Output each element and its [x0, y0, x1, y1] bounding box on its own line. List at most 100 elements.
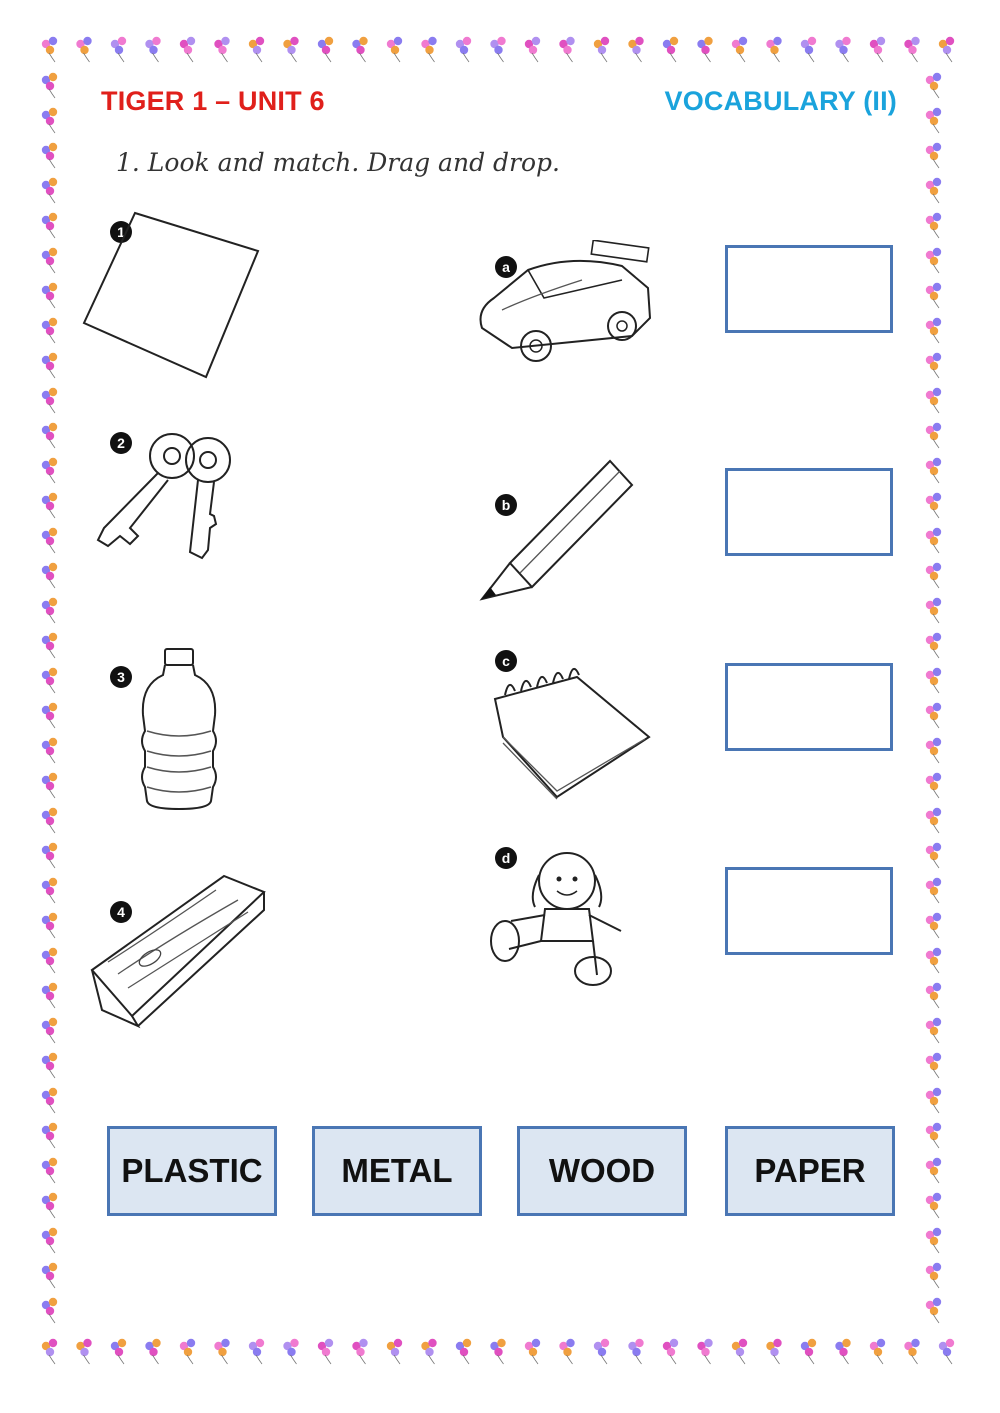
balloon-icon: [41, 422, 58, 449]
balloon-icon: [524, 1338, 541, 1365]
balloon-icon: [559, 36, 575, 63]
balloon-icon: [386, 36, 403, 63]
balloon-icon: [41, 562, 58, 589]
balloon-icon: [925, 807, 942, 834]
balloon-icon: [41, 772, 58, 799]
balloon-icon: [110, 36, 127, 63]
balloon-icon: [41, 142, 58, 169]
balloon-icon: [76, 1338, 92, 1365]
balloon-icon: [41, 387, 58, 414]
item-marker-d: d: [495, 847, 517, 869]
balloon-icon: [41, 282, 58, 309]
balloon-icon: [41, 597, 58, 624]
item-marker-1: 1: [110, 221, 132, 243]
balloon-icon: [593, 36, 610, 63]
balloon-icon: [925, 107, 942, 134]
balloon-icon: [835, 36, 851, 63]
balloon-icon: [41, 107, 58, 134]
balloon-icon: [925, 387, 942, 414]
balloon-icon: [283, 36, 299, 63]
balloon-icon: [925, 457, 942, 484]
item-marker-3: 3: [110, 666, 132, 688]
balloon-icon: [925, 1122, 942, 1149]
section-title: VOCABULARY (II): [664, 86, 897, 116]
balloon-icon: [41, 1052, 58, 1079]
balloon-icon: [925, 422, 942, 449]
balloon-icon: [925, 632, 942, 659]
balloon-icon: [41, 1122, 58, 1149]
balloon-icon: [41, 1297, 58, 1324]
balloon-icon: [41, 1017, 58, 1044]
balloon-icon: [731, 1338, 748, 1365]
word-tile-paper[interactable]: PAPER: [725, 1126, 895, 1216]
word-tile-plastic[interactable]: PLASTIC: [107, 1126, 277, 1216]
balloon-icon: [41, 527, 58, 554]
balloon-icon: [559, 1338, 575, 1365]
balloon-icon: [925, 1297, 942, 1324]
balloon-icon: [145, 36, 161, 63]
wood-log-icon: [90, 874, 266, 1029]
paper-sheet-icon: [82, 211, 260, 379]
balloon-icon: [731, 36, 748, 63]
balloon-icon: [317, 1338, 334, 1365]
balloon-icon: [455, 1338, 472, 1365]
balloon-icon: [925, 1017, 942, 1044]
balloon-icon: [925, 912, 942, 939]
word-tile-metal[interactable]: METAL: [312, 1126, 482, 1216]
balloon-icon: [925, 702, 942, 729]
balloon-icon: [41, 1192, 58, 1219]
drop-box-c[interactable]: [725, 663, 893, 751]
balloon-icon: [925, 1052, 942, 1079]
balloon-icon: [490, 1338, 506, 1365]
balloon-icon: [490, 36, 506, 63]
balloon-icon: [179, 36, 196, 63]
balloon-icon: [869, 1338, 886, 1365]
balloon-icon: [214, 36, 230, 63]
balloon-icon: [925, 1087, 942, 1114]
balloon-icon: [41, 1087, 58, 1114]
balloon-icon: [925, 247, 942, 274]
drop-box-d[interactable]: [725, 867, 893, 955]
balloon-icon: [925, 527, 942, 554]
unit-title: TIGER 1 – UNIT 6: [101, 86, 325, 116]
item-marker-2: 2: [110, 432, 132, 454]
balloon-icon: [800, 36, 817, 63]
balloon-icon: [214, 1338, 230, 1365]
balloon-icon: [697, 36, 713, 63]
balloon-icon: [110, 1338, 127, 1365]
balloon-icon: [925, 282, 942, 309]
balloon-icon: [41, 632, 58, 659]
balloon-icon: [925, 877, 942, 904]
pencil-icon: [479, 459, 634, 601]
balloon-icon: [41, 1157, 58, 1184]
item-marker-a: a: [495, 256, 517, 278]
toy-car-icon: [479, 240, 652, 362]
balloon-icon: [925, 142, 942, 169]
balloon-icon: [925, 1227, 942, 1254]
balloon-icon: [766, 36, 782, 63]
balloon-icon: [697, 1338, 713, 1365]
drop-box-a[interactable]: [725, 245, 893, 333]
item-marker-4: 4: [110, 901, 132, 923]
balloon-icon: [925, 177, 942, 204]
balloon-icon: [925, 1262, 942, 1289]
balloon-icon: [938, 1338, 955, 1365]
instruction-text: 1. Look and match. Drag and drop.: [116, 148, 560, 177]
balloon-icon: [41, 702, 58, 729]
balloon-icon: [41, 737, 58, 764]
balloon-icon: [925, 212, 942, 239]
balloon-icon: [925, 982, 942, 1009]
balloon-icon: [41, 36, 58, 63]
word-tile-wood[interactable]: WOOD: [517, 1126, 687, 1216]
balloon-icon: [835, 1338, 851, 1365]
balloon-icon: [925, 562, 942, 589]
balloon-icon: [248, 1338, 265, 1365]
balloon-icon: [41, 317, 58, 344]
balloon-icon: [145, 1338, 161, 1365]
balloon-icon: [593, 1338, 610, 1365]
balloon-icon: [41, 877, 58, 904]
balloon-icon: [41, 1262, 58, 1289]
balloon-icon: [283, 1338, 299, 1365]
drop-box-b[interactable]: [725, 468, 893, 556]
